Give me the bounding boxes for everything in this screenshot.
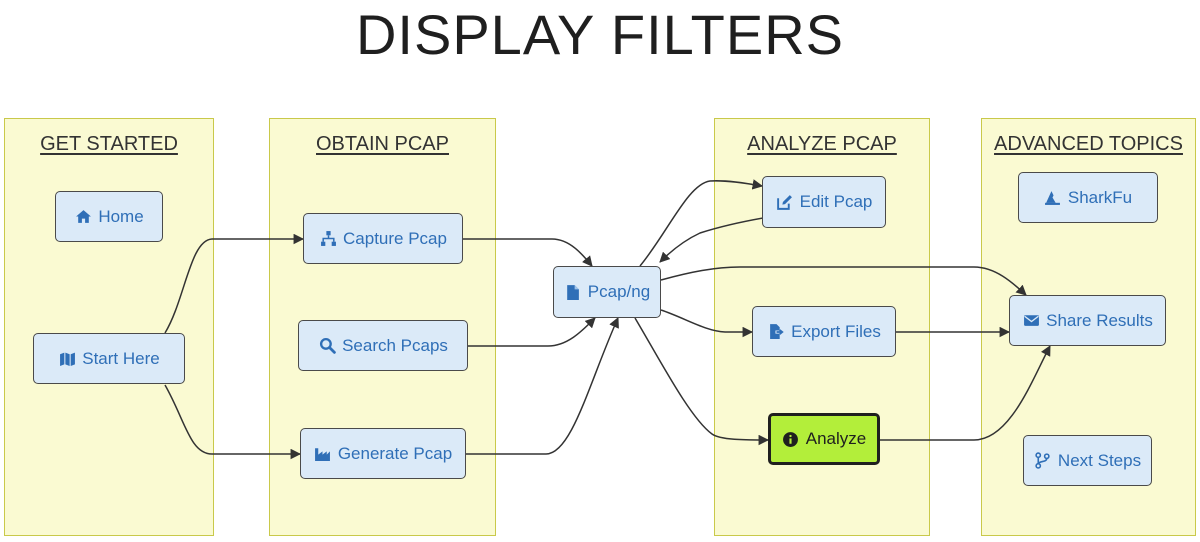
node-search-pcaps-label: Search Pcaps (342, 335, 448, 355)
edge-capture-pcap-to-pcapng (463, 238, 593, 267)
lane-title-analyze-pcap: ANALYZE PCAP (747, 133, 897, 155)
file-icon (564, 283, 582, 301)
edge-start-here-to-capture-pcap (164, 233, 305, 334)
info-circle-icon (782, 430, 800, 448)
node-pcapng-label: Pcap/ng (587, 282, 651, 301)
node-next-steps-label: Next Steps (1057, 450, 1142, 470)
node-generate-pcap-label: Generate Pcap (337, 443, 453, 463)
node-search-pcaps[interactable]: Search Pcaps (298, 320, 468, 371)
edge-start-here-to-generate-pcap (164, 384, 302, 460)
node-sharkfu[interactable]: SharkFu (1018, 172, 1158, 223)
file-export-icon (767, 323, 785, 341)
edit-icon (776, 193, 794, 211)
node-next-steps[interactable]: Next Steps (1023, 435, 1152, 486)
edge-edit-pcap-to-pcapng (659, 215, 776, 263)
node-edit-pcap-label: Edit Pcap (799, 192, 873, 211)
search-icon (318, 337, 336, 355)
code-branch-icon (1034, 452, 1052, 470)
map-icon (58, 350, 76, 368)
edge-generate-pcap-to-pcapng (466, 317, 619, 455)
node-share-results[interactable]: Share Results (1009, 295, 1166, 346)
lane-get-started: GET STARTED (4, 118, 214, 536)
node-home[interactable]: Home (55, 191, 163, 242)
lane-title-get-started: GET STARTED (40, 133, 178, 155)
node-sharkfu-label: SharkFu (1067, 187, 1133, 207)
home-icon (74, 208, 92, 226)
node-generate-pcap[interactable]: Generate Pcap (300, 428, 466, 479)
lane-title-obtain-pcap: OBTAIN PCAP (316, 133, 449, 155)
edge-pcapng-to-share-results (660, 266, 1027, 296)
industry-icon (314, 445, 332, 463)
lane-title-advanced-topics: ADVANCED TOPICS (994, 133, 1183, 155)
node-capture-pcap[interactable]: Capture Pcap (303, 213, 463, 264)
edge-pcapng-to-export-files (660, 309, 754, 338)
node-edit-pcap[interactable]: Edit Pcap (762, 176, 886, 228)
diagram-title: DISPLAY FILTERS (355, 3, 845, 66)
node-export-files[interactable]: Export Files (752, 306, 896, 357)
node-analyze-label: Analyze (805, 429, 867, 448)
edge-pcapng-to-analyze (634, 317, 770, 446)
node-export-files-label: Export Files (791, 321, 881, 341)
node-share-results-label: Share Results (1046, 310, 1153, 330)
node-analyze[interactable]: Analyze (768, 413, 880, 465)
node-capture-pcap-label: Capture Pcap (343, 228, 447, 248)
node-start-here[interactable]: Start Here (33, 333, 185, 384)
wizard-hat-icon (1044, 189, 1062, 207)
node-home-label: Home (98, 206, 144, 226)
sitemap-icon (319, 230, 337, 248)
edge-analyze-to-share-results (880, 345, 1051, 441)
edge-pcapng-to-edit-pcap (639, 179, 764, 267)
envelope-icon (1022, 312, 1040, 330)
edge-search-pcaps-to-pcapng (468, 317, 596, 347)
node-start-here-label: Start Here (82, 348, 160, 368)
node-pcapng[interactable]: Pcap/ng (553, 266, 661, 318)
